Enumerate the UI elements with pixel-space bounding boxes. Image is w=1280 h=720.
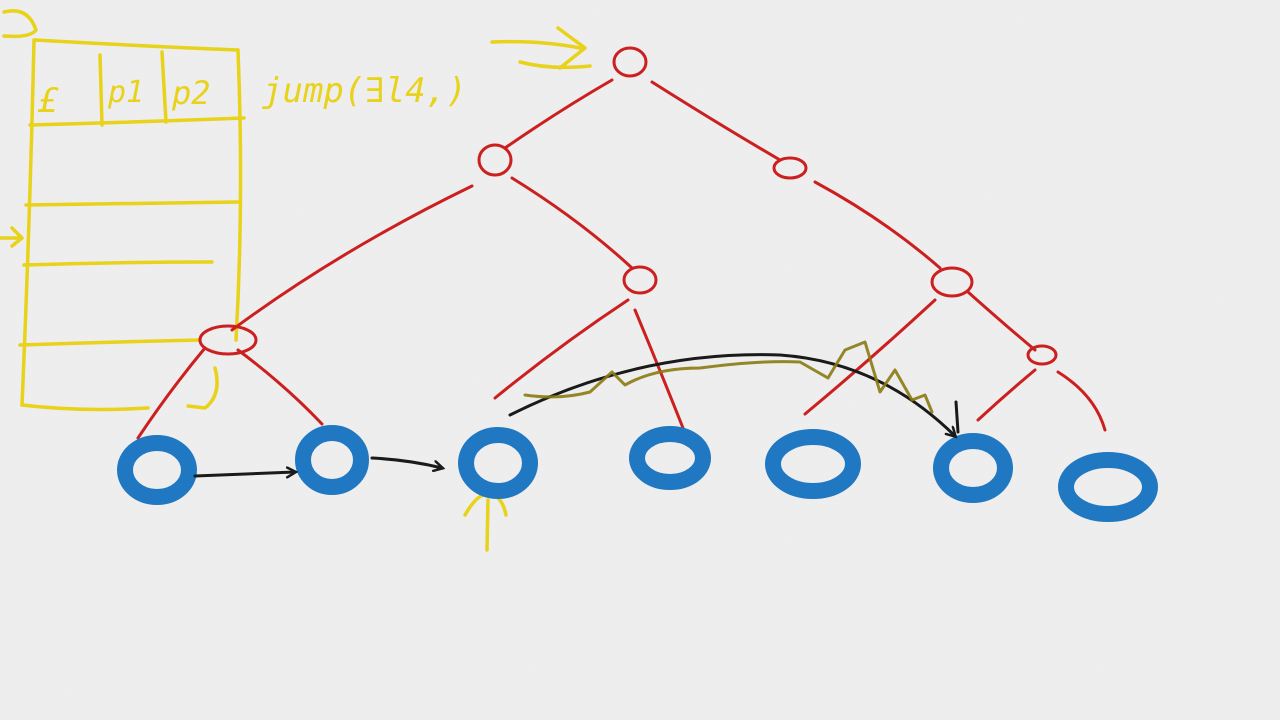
tree-node-l3: [1026, 344, 1058, 366]
tree-node-l2-a: [198, 324, 258, 356]
tree-node-l2-b: [622, 265, 658, 295]
link-leaf0-leaf1: [193, 472, 295, 476]
table-row-line-2: [22, 260, 214, 267]
edge-l3-leaf5: [976, 368, 1037, 422]
edge-l2a-leaf0: [136, 346, 207, 440]
edge-root-right: [650, 80, 782, 162]
table-top-left-curl: [2, 9, 38, 39]
edge-l1-right: [510, 176, 634, 270]
edge-right-child: [813, 180, 942, 270]
table-header-labels: £ p1 p2: [37, 74, 211, 121]
edge-root-left: [503, 78, 614, 150]
table-header-cell-0: £: [37, 81, 59, 121]
edge-l2a-leaf1: [236, 348, 324, 426]
table-corner-tick: [186, 366, 219, 410]
leaf-nodes: [117, 425, 1158, 522]
edge-l2b-leaf2: [493, 298, 630, 400]
search-squiggle: [523, 340, 934, 414]
edge-l2c-child: [966, 290, 1037, 352]
leaf-node-4: [765, 429, 861, 499]
row-pointer-arrow: [0, 226, 24, 248]
jump-arc-leaf2-leaf5: [508, 353, 955, 436]
leaf-node-1: [295, 425, 369, 495]
jump-label: jump(∃l4,): [262, 71, 467, 111]
leaf-node-3: [629, 426, 711, 490]
edge-l2b-leaf3: [633, 308, 685, 430]
pointer-table: [0, 9, 246, 412]
jump-arc-tick: [954, 400, 960, 434]
table-header-divider-1: [98, 53, 104, 127]
leaf-node-5: [933, 433, 1013, 503]
tree-node-l2-c: [930, 266, 974, 298]
table-right-edge: [234, 48, 243, 342]
tree-nodes: [198, 46, 1058, 366]
leaf-node-6: [1058, 452, 1158, 522]
tree-node-l1-right: [772, 156, 808, 180]
table-header-cell-1: p1: [107, 75, 144, 110]
table-row-line-1: [24, 200, 240, 207]
jump-label-arrow: [490, 26, 592, 70]
table-bottom-edge: [20, 403, 150, 412]
leaf-node-2: [458, 427, 538, 499]
tree-node-root: [612, 46, 648, 78]
leaf-node-0: [117, 435, 197, 505]
table-header-cell-2: p2: [171, 74, 211, 112]
table-left-edge: [20, 38, 36, 407]
table-row-line-3: [18, 338, 202, 347]
edge-l3-leaf6: [1056, 370, 1107, 432]
table-top-edge: [33, 38, 240, 52]
edge-l1-left: [230, 184, 474, 332]
tree-node-l1-left: [477, 143, 513, 177]
table-header-bottom: [28, 116, 246, 127]
tree-edges: [136, 78, 1107, 440]
link-leaf1-leaf2: [370, 456, 442, 468]
leaf-links: [193, 353, 960, 476]
table-header-divider-2: [160, 50, 168, 124]
